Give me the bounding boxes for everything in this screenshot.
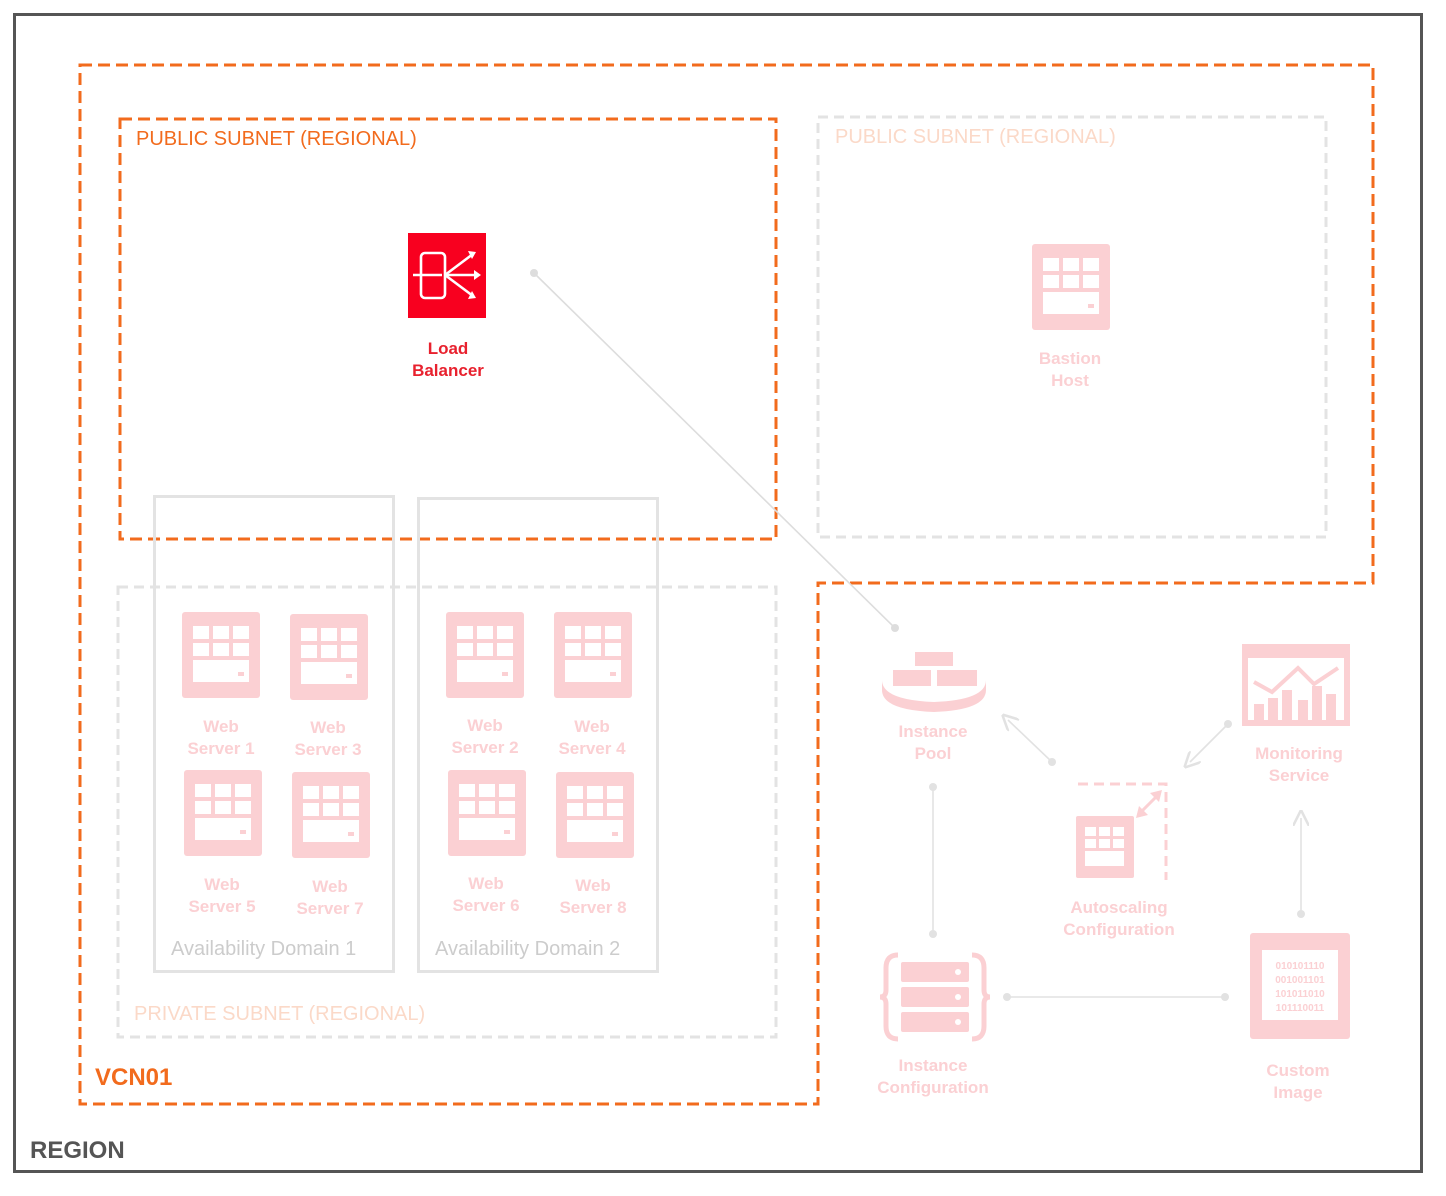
private-subnet-label: PRIVATE SUBNET (REGIONAL) (134, 1003, 426, 1025)
autoscale-to-pool-arrow (1008, 720, 1053, 763)
instance-pool-icon (882, 652, 986, 712)
web-server-2-icon (446, 612, 524, 698)
public-subnet-lb-label: PUBLIC SUBNET (REGIONAL) (136, 128, 417, 150)
vcn-label: VCN01 (95, 1064, 173, 1091)
monitoring-to-autoscale-arrow (1190, 723, 1229, 762)
availability-domain-2-label: Availability Domain 2 (435, 938, 621, 960)
connectors (530, 269, 1305, 1001)
public-subnet-bastion-label: PUBLIC SUBNET (REGIONAL) (835, 126, 1116, 148)
private-subnet-box (116, 585, 778, 1039)
web-server-5-icon (184, 770, 262, 856)
web-server-8-icon (556, 772, 634, 858)
web-server-3-icon (290, 614, 368, 700)
autoscaling-configuration-icon (1076, 782, 1168, 880)
region-box (13, 13, 1423, 1173)
web-server-7-icon (292, 772, 370, 858)
custom-image-binary: 010101110 001001101 101011010 101110011 (1275, 961, 1325, 1014)
public-subnet-lb-box (118, 117, 778, 541)
availability-domain-1-box (153, 495, 395, 973)
lb-to-pool-line (533, 272, 896, 629)
load-balancer-icon (408, 233, 486, 318)
monitoring-service-icon (1242, 644, 1350, 726)
web-server-6-icon (448, 770, 526, 856)
availability-domain-2-box (417, 497, 659, 973)
region-label: REGION (30, 1137, 125, 1164)
web-server-4-icon (554, 612, 632, 698)
availability-domain-1-label: Availability Domain 1 (171, 938, 357, 960)
vcn-boundary (78, 63, 1375, 1106)
web-server-1-icon (182, 612, 260, 698)
bastion-host-icon (1032, 244, 1110, 330)
custom-image-icon (1250, 933, 1350, 1039)
instance-configuration-icon (879, 952, 991, 1042)
